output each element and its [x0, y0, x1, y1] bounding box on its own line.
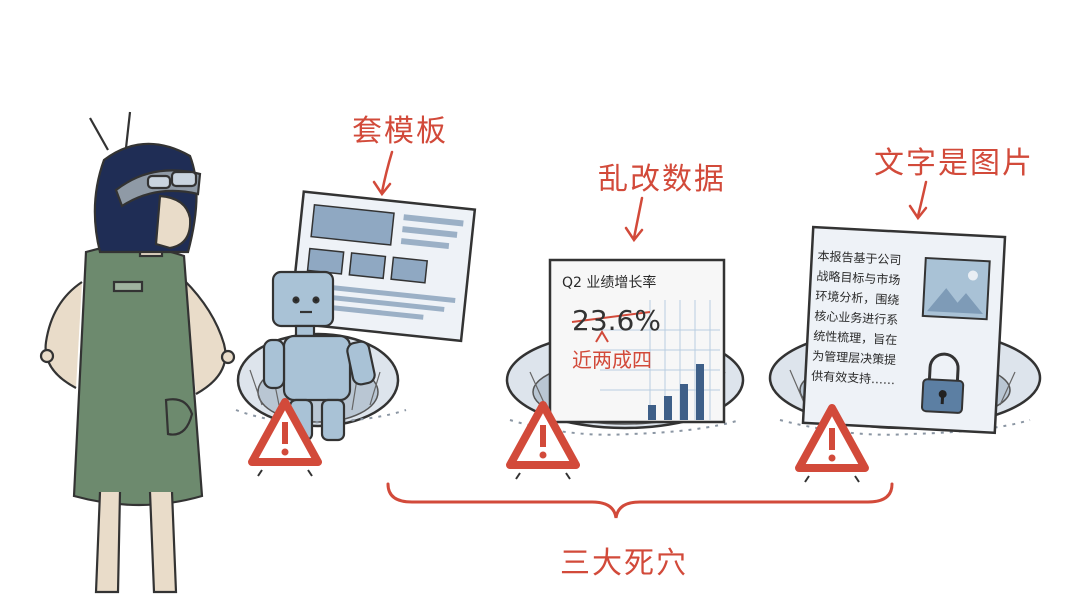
arrow-down-icon	[624, 196, 644, 243]
girl-character	[39, 111, 236, 594]
warning-triangle-icon	[248, 398, 322, 477]
pit-label-template: 套模板	[352, 114, 448, 149]
pit-label-data: 乱改数据	[598, 162, 726, 197]
doc2-value: 23.6%	[572, 304, 661, 337]
curly-brace	[386, 482, 894, 519]
doc2-correction: 近两成四	[572, 348, 652, 372]
robot	[262, 270, 376, 442]
bar-3	[680, 384, 688, 420]
text-image-document	[801, 225, 1007, 435]
warning-triangle-icon	[506, 401, 580, 480]
data-document	[548, 258, 726, 424]
lock-icon	[920, 352, 965, 414]
pit-label-text-image: 文字是图片	[874, 146, 1034, 181]
bottom-caption: 三大死穴	[560, 546, 688, 581]
arrow-down-icon	[908, 180, 928, 221]
arrow-down-icon	[372, 150, 394, 197]
template-document	[288, 190, 477, 343]
image-placeholder-icon	[921, 256, 991, 321]
bar-2	[664, 396, 672, 420]
bar-4	[696, 364, 704, 420]
bar-1	[648, 405, 656, 420]
doc2-title: Q2 业绩增长率	[562, 275, 657, 291]
doc3-body: 本报告基于公司 战略目标与市场 环境分析，围绕 核心业务进行系 统性梳理，旨在 …	[811, 246, 918, 391]
warning-triangle-icon	[795, 404, 869, 483]
